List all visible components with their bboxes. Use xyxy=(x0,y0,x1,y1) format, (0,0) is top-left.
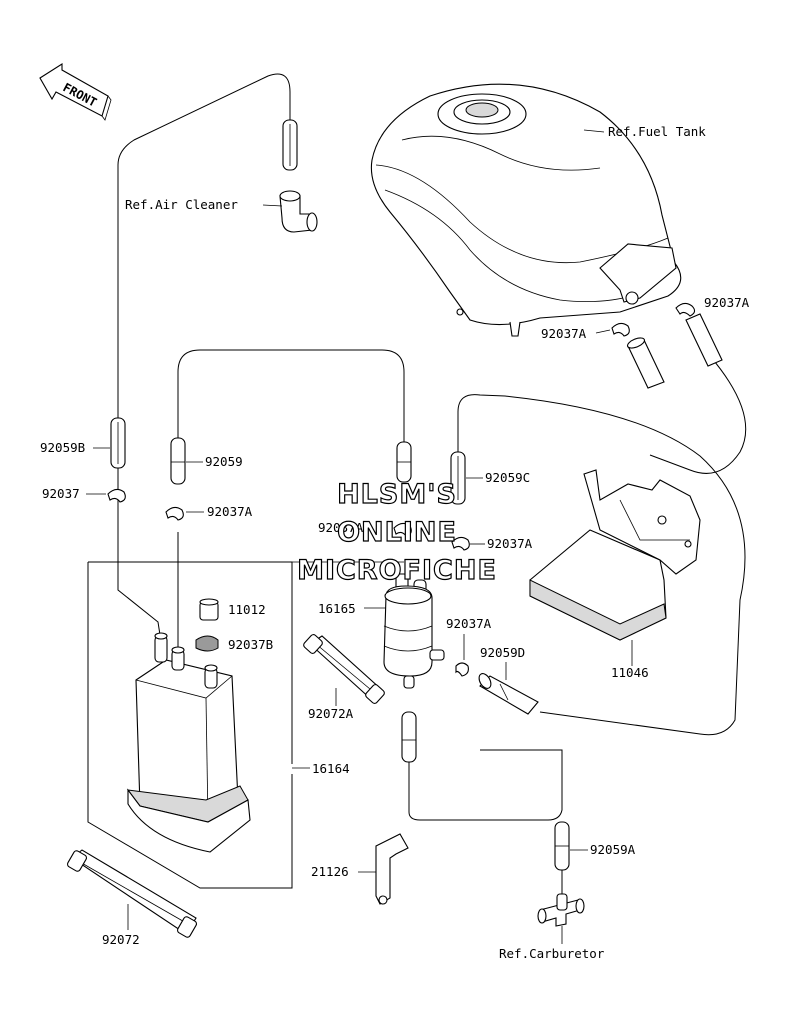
clamp-92037A-left: 92037A xyxy=(165,504,253,521)
label-11012: 11012 xyxy=(228,602,266,617)
label-92072A: 92072A xyxy=(308,706,354,721)
strap-92072A: 92072A xyxy=(303,634,385,721)
label-92072: 92072 xyxy=(102,932,140,947)
label-92059: 92059 xyxy=(205,454,243,469)
label-92037A-mid: 92037A xyxy=(318,520,364,535)
fuel-tank: Ref.Fuel Tank xyxy=(370,83,706,337)
label-92037A-filter: 92037A xyxy=(446,616,492,631)
label-16165: 16165 xyxy=(318,601,356,616)
watermark-line-1: HLSM'S xyxy=(337,479,457,510)
clamp-92037A-mid: 92037A xyxy=(318,520,412,537)
label-11046: 11046 xyxy=(611,665,649,680)
front-arrow-icon: FRONT xyxy=(39,62,112,121)
watermark-line-3: MICROFICHE xyxy=(297,555,497,586)
label-92037A-tank-left: 92037A xyxy=(541,326,587,341)
clamp-92037: 92037 xyxy=(42,486,126,503)
bracket-21126: 21126 xyxy=(311,833,409,905)
filter-16165: 16165 xyxy=(318,573,445,689)
strap-92072: 92072 xyxy=(66,849,198,947)
label-92037A-left: 92037A xyxy=(207,504,253,519)
hose-92059A: 92059A xyxy=(554,821,636,871)
label-92059B: 92059B xyxy=(40,440,85,455)
canister-16164: 16164 xyxy=(126,632,350,853)
ref-carburetor-label: Ref.Carburetor xyxy=(499,946,605,961)
air-cleaner-hose xyxy=(282,119,298,171)
tank-clamp-left: 92037A xyxy=(541,322,630,341)
tank-hose-short-b xyxy=(685,313,723,367)
label-92037A-tank-right: 92037A xyxy=(704,295,750,310)
clamp-92037A-right: 92037A xyxy=(451,536,533,551)
label-92059D: 92059D xyxy=(480,645,525,660)
hose-92059: 92059 xyxy=(170,437,243,485)
air-cleaner-elbow: Ref.Air Cleaner xyxy=(125,190,318,233)
label-92037: 92037 xyxy=(42,486,80,501)
label-92059C: 92059C xyxy=(485,470,530,485)
ref-fuel-tank-label: Ref.Fuel Tank xyxy=(608,124,706,139)
clamp-92037B: 92037B xyxy=(195,635,273,652)
label-92059A: 92059A xyxy=(590,842,636,857)
label-92037A-right: 92037A xyxy=(487,536,533,551)
hose-92059B: 92059B xyxy=(40,417,126,469)
hose-92059D: 92059D xyxy=(478,645,539,715)
hose-short-lower xyxy=(401,711,417,763)
hose-short-center xyxy=(396,441,412,483)
label-21126: 21126 xyxy=(311,864,349,879)
clamp-92037A-filter: 92037A xyxy=(446,616,492,677)
ref-air-cleaner-label: Ref.Air Cleaner xyxy=(125,197,238,212)
tank-clamp-right: 92037A xyxy=(675,295,750,317)
label-92037B: 92037B xyxy=(228,637,273,652)
tank-hose-short-a xyxy=(626,337,665,389)
label-16164: 16164 xyxy=(312,761,350,776)
hose-92059C: 92059C xyxy=(450,451,530,505)
tray-11046: 11046 xyxy=(529,469,701,680)
watermark-line-2: ONLINE xyxy=(337,517,457,548)
watermark: HLSM'S ONLINE MICROFICHE xyxy=(296,478,497,586)
hose-lines xyxy=(87,73,747,898)
cap-11012: 11012 xyxy=(199,598,266,621)
tee-fitting: Ref.Carburetor xyxy=(499,893,605,961)
